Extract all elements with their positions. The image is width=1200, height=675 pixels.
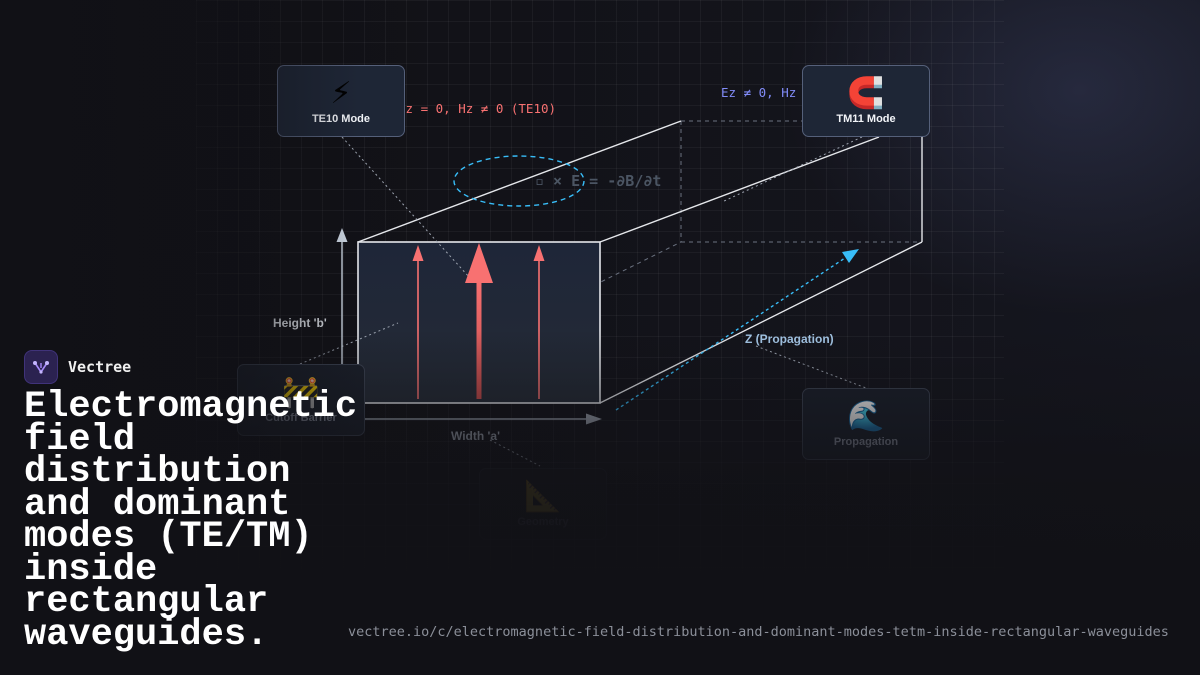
lightning-icon: ⚡ [330,76,352,111]
triangle-ruler-icon: 📐 [524,479,562,514]
tm11-mode-label: TM11 Mode [836,113,896,125]
brand-name: Vectree [68,358,132,376]
geometry-card[interactable]: 📐 Geometry [479,468,607,540]
propagation-label: Propagation [833,436,899,448]
hidden-edges [357,120,922,404]
e-field-arrowhead-right [533,245,545,261]
propagation-axis-label: Z (Propagation) [745,332,834,346]
faraday-equation: ▫ × E = -∂B/∂t [535,172,661,190]
te10-equation: Ez = 0, Hz ≠ 0 (TE10) [398,101,556,116]
propagation-card[interactable]: 🌊 Propagation [802,388,930,460]
width-dimension [358,413,602,425]
tm11-mode-card[interactable]: 🧲 TM11 Mode [802,65,930,137]
width-label: Width 'a' [451,429,500,443]
page-url[interactable]: vectree.io/c/electromagnetic-field-distr… [348,624,1169,640]
faraday-highlight-ellipse [453,155,585,207]
tm11-equation: Ez ≠ 0, Hz [721,85,796,100]
e-field-arrowhead-center [465,243,493,283]
geometry-label: Geometry [517,516,569,528]
propagation-axis [615,249,859,411]
page-title: Electromagnetic field distribution and d… [24,386,358,656]
brand[interactable]: Vectree [24,350,131,384]
height-label: Height 'b' [273,316,327,330]
magnet-icon: 🧲 [847,76,885,111]
vectree-logo-icon [24,350,58,384]
e-field-arrow-center [476,280,482,399]
wave-icon: 🌊 [847,399,885,434]
te10-mode-card[interactable]: ⚡ TE10 Mode [277,65,405,137]
e-field-arrowhead-left [412,245,424,261]
te10-mode-label: TE10 Mode [311,113,371,125]
